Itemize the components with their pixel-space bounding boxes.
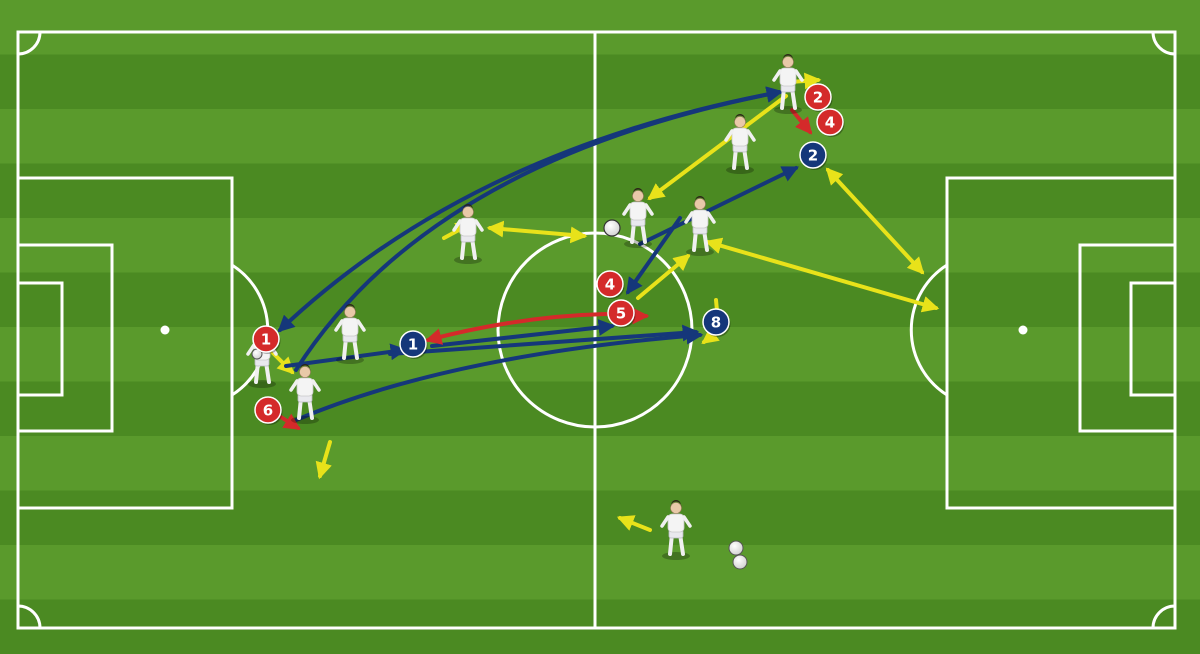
red-arrow: [790, 108, 813, 135]
player-figure-icon[interactable]: [724, 114, 756, 174]
marker-number: 2: [813, 89, 823, 107]
grass-stripe: [0, 109, 1200, 164]
marker-red-1[interactable]: 1: [252, 325, 281, 354]
marker-number: 4: [605, 276, 615, 294]
yellow-arrow: [636, 253, 691, 300]
left-penalty-spot: [160, 325, 170, 335]
marker-red-4-mid[interactable]: 4: [596, 270, 625, 299]
grass-stripe: [0, 490, 1200, 546]
red-arrow: [424, 312, 608, 345]
marker-blue-8[interactable]: 8: [702, 308, 731, 337]
player-figure-icon[interactable]: [452, 204, 484, 264]
marker-red-4-top[interactable]: 4: [816, 108, 845, 137]
marker-blue-2[interactable]: 2: [799, 141, 828, 170]
left-goal: [16, 281, 64, 397]
blue-arrow: [626, 216, 682, 295]
blue-arrow: [294, 86, 784, 372]
grass-stripe: [0, 436, 1200, 491]
football-icon[interactable]: [732, 554, 748, 570]
player-figure-icon[interactable]: [622, 188, 654, 248]
right-penalty-spot: [1018, 325, 1028, 335]
player-figure-icon[interactable]: [334, 304, 366, 364]
balls: [251, 219, 748, 570]
marker-number: 1: [261, 331, 271, 349]
corner-arc-bottom-right: [1151, 604, 1176, 629]
marker-blue-1[interactable]: 1: [399, 330, 428, 359]
corner-arc-bottom-left: [17, 604, 42, 629]
blue-arrow: [294, 327, 704, 422]
marker-number: 4: [825, 114, 835, 132]
blue-arrow: [638, 166, 800, 246]
player-figure-icon[interactable]: [684, 196, 716, 256]
corner-arc-top-right: [1151, 31, 1176, 56]
marker-number: 1: [408, 336, 418, 354]
football-icon[interactable]: [603, 219, 621, 237]
marker-red-5[interactable]: 5: [607, 299, 636, 328]
blue-pass-arrows: [277, 86, 800, 422]
marker-number: 8: [711, 314, 721, 332]
yellow-arrow: [647, 94, 788, 201]
marker-red-2[interactable]: 2: [804, 83, 833, 112]
yellow-arrow: [704, 237, 940, 313]
football-icon[interactable]: [728, 540, 744, 556]
marker-red-6[interactable]: 6: [254, 396, 283, 425]
grass-stripe: [0, 545, 1200, 600]
grass-stripe: [0, 54, 1200, 110]
player-figure-icon[interactable]: [289, 364, 321, 424]
player-figure-icon[interactable]: [660, 500, 692, 560]
grass-stripe: [0, 0, 1200, 55]
yellow-arrow: [486, 220, 588, 244]
blue-arrow: [430, 319, 616, 348]
marker-number: 2: [808, 147, 818, 165]
grass-stripe: [0, 218, 1200, 273]
marker-number: 5: [616, 305, 626, 323]
players-layer: [246, 54, 804, 560]
right-goal: [1129, 281, 1177, 397]
yellow-arrow: [315, 440, 332, 480]
yellow-arrow: [616, 515, 652, 532]
marker-number: 6: [263, 402, 273, 420]
corner-arc-top-left: [17, 31, 42, 56]
grass-stripe: [0, 163, 1200, 219]
grass-stripe: [0, 327, 1200, 382]
blue-arrow: [388, 324, 700, 356]
yellow-arrow: [825, 167, 925, 275]
player-figure-icon[interactable]: [772, 54, 804, 114]
